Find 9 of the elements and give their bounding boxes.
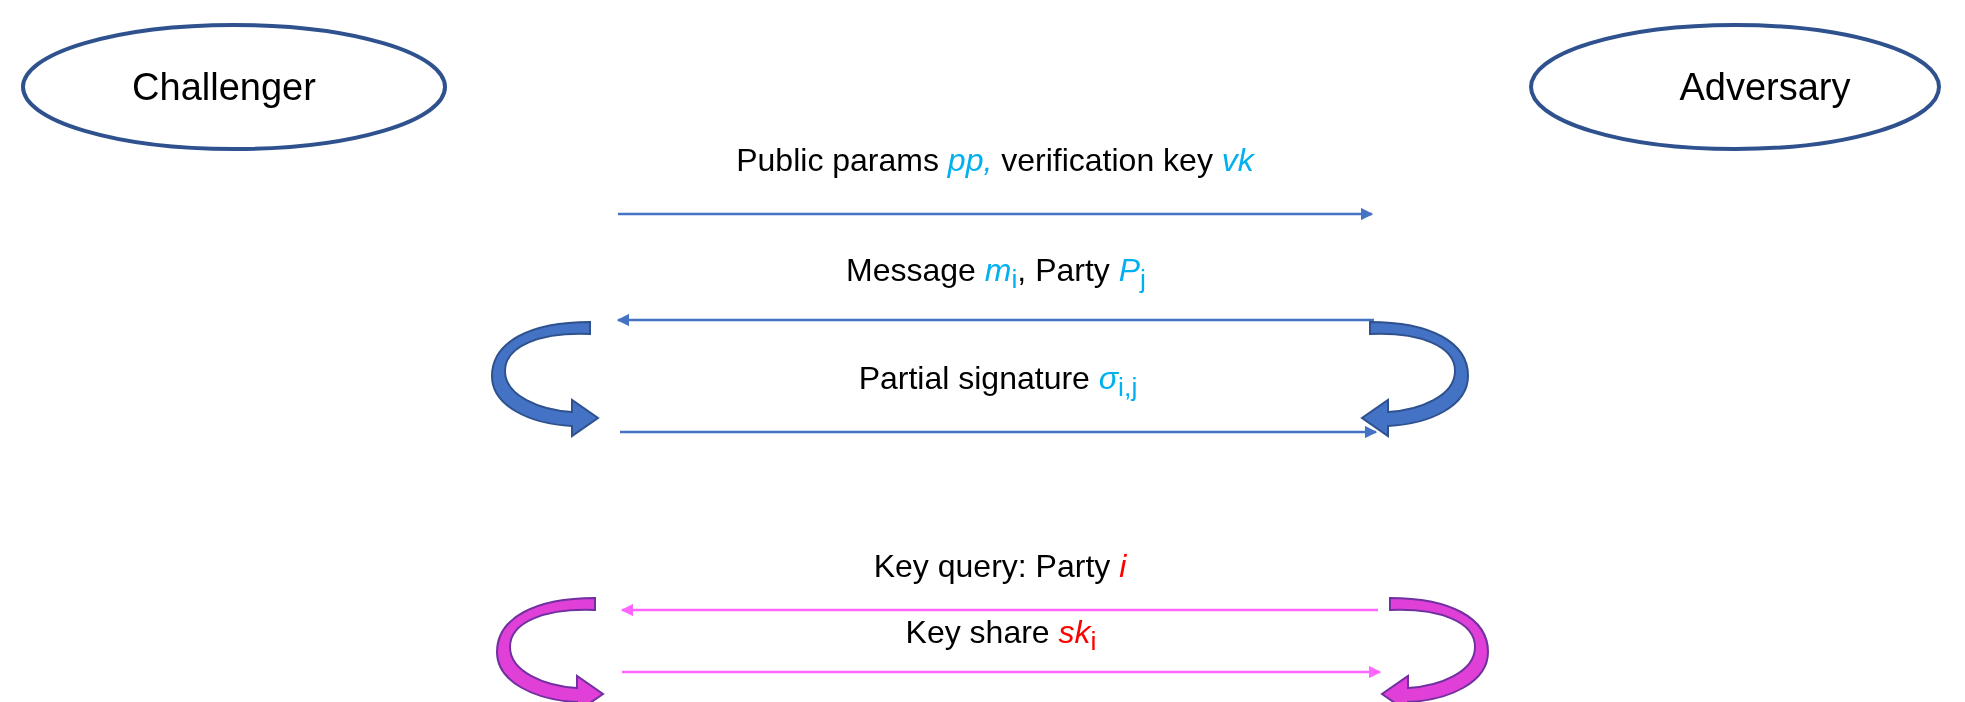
actor-name: Adversary — [1679, 65, 1851, 109]
actor-name: Challenger — [132, 65, 316, 109]
message-label: Public params pp, verification key vk — [736, 142, 1254, 179]
actor-ellipse — [1528, 22, 1942, 152]
message-label: Partial signature σ$_{i,j}$ — [858, 360, 1138, 404]
actor-ellipse — [20, 22, 448, 152]
message-label: Message m$_{i}$, Party P$_{j}$ — [846, 252, 1146, 296]
message-label: Key query: Party i — [873, 548, 1127, 585]
message-label: Key share sk$_{i}$ — [905, 614, 1097, 658]
